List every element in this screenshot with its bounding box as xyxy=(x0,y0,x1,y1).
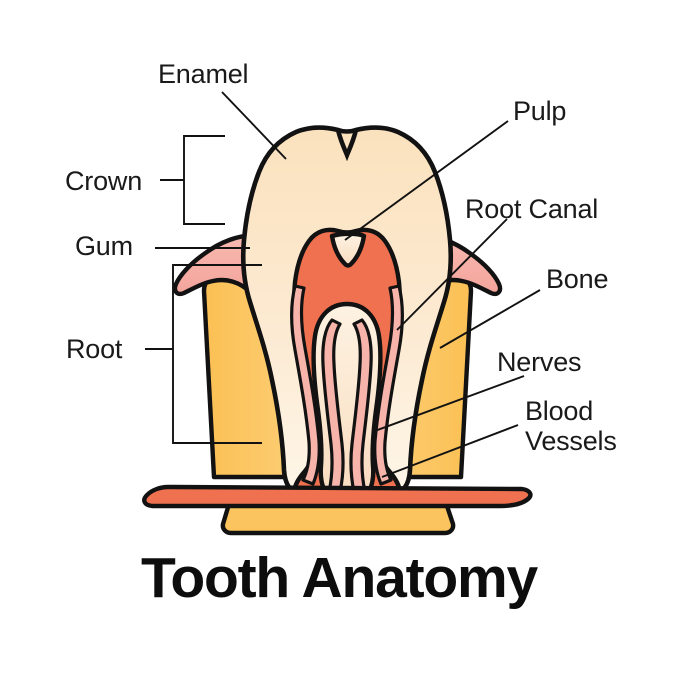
nerve-blood-vessel-band xyxy=(142,484,533,509)
bracket-root xyxy=(172,264,262,444)
pulp-and-canal-group xyxy=(290,227,404,497)
leader-root-canal xyxy=(396,218,508,331)
label-root: Root xyxy=(66,334,123,364)
leader-bone xyxy=(439,289,541,349)
bracket-crown xyxy=(183,135,225,225)
periodontal-ligament-band xyxy=(142,484,533,509)
label-crown: Crown xyxy=(65,166,143,196)
periodontal-lining-right xyxy=(373,284,404,486)
leader-pulp xyxy=(344,120,509,241)
label-gum: Gum xyxy=(75,231,133,261)
periodontal-lining-left xyxy=(290,284,321,486)
leader-nerves xyxy=(371,375,525,433)
page-title: Tooth Anatomy xyxy=(140,546,538,610)
label-root-canal: Root Canal xyxy=(465,194,599,224)
label-blood-vessels: Blood Vessels xyxy=(525,396,617,457)
leader-enamel xyxy=(221,91,287,160)
occlusal-groove xyxy=(335,127,359,162)
label-enamel: Enamel xyxy=(158,59,249,89)
leader-lines-group xyxy=(145,91,541,478)
pulp-horn-notch xyxy=(329,231,367,268)
inter-canal-dentin xyxy=(311,301,383,497)
label-nerves: Nerves xyxy=(497,347,582,377)
label-bone: Bone xyxy=(546,264,609,294)
label-pulp: Pulp xyxy=(513,96,567,126)
leader-blood-vessels xyxy=(381,424,519,478)
